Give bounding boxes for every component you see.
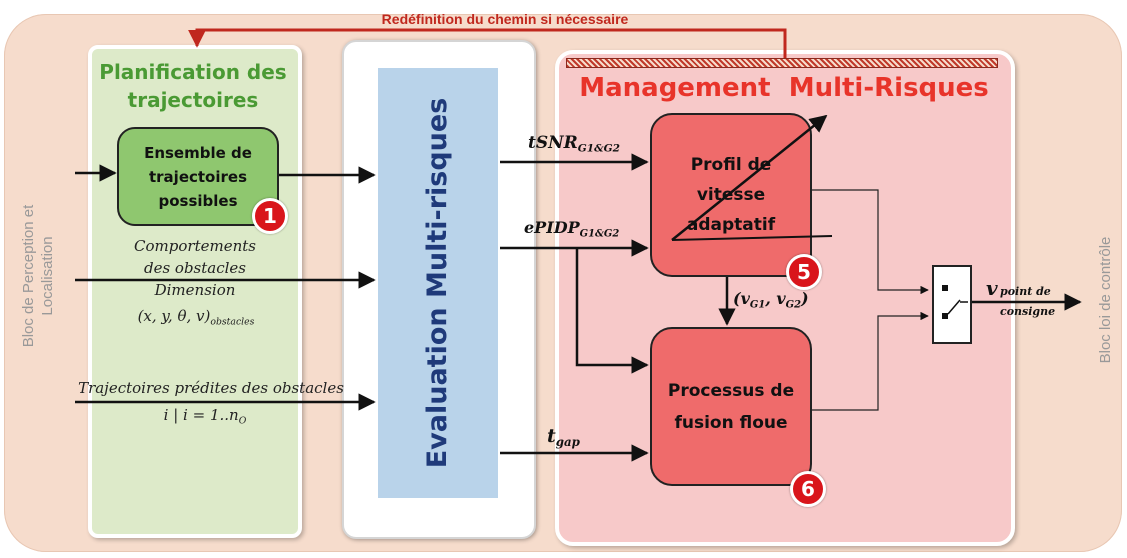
fusion-line-2: fusion floue bbox=[674, 412, 788, 433]
arrow-epidp-fusion bbox=[575, 248, 649, 374]
management-title: Management Multi-Risques bbox=[579, 73, 989, 103]
tgap-main: t bbox=[547, 425, 556, 447]
badge-1: 1 bbox=[252, 198, 288, 234]
ensemble-line-1: Ensemble de bbox=[144, 143, 252, 162]
badge-6: 6 bbox=[790, 471, 826, 507]
predicted-index-main: i | i = 1..n bbox=[163, 406, 239, 424]
vg2-sub: G2 bbox=[785, 299, 802, 311]
output-sub-line-2: consigne bbox=[1000, 305, 1056, 318]
badge-5: 5 bbox=[786, 254, 822, 290]
epidp-sub: G1&G2 bbox=[579, 228, 620, 240]
predicted-index-sub: O bbox=[238, 415, 247, 427]
profil-vitesse-box: Profil de vitesse adaptatif bbox=[650, 113, 812, 277]
tgap-label: tgap bbox=[547, 425, 580, 449]
tgap-sub: gap bbox=[555, 435, 580, 450]
dimension-formula-main: (x, y, θ, v) bbox=[137, 307, 211, 325]
tsnr-sub: G1&G2 bbox=[577, 142, 620, 155]
vg-label: (vG1, vG2) bbox=[733, 289, 809, 310]
line-profil-switch bbox=[810, 189, 929, 295]
behaviour-line-2: des obstacles bbox=[143, 259, 247, 277]
vg-close: ) bbox=[801, 289, 809, 308]
fusion-line-1: Processus de bbox=[667, 380, 795, 401]
vg2-main: v bbox=[776, 289, 786, 308]
fusion-floue-box: Processus de fusion floue bbox=[650, 327, 812, 486]
tsnr-label: tSNRG1&G2 bbox=[528, 133, 620, 155]
predicted-trajectories-label: Trajectoires prédites des obstacles bbox=[78, 379, 344, 397]
line-fusion-switch bbox=[810, 311, 929, 411]
feedback-arrow bbox=[188, 28, 787, 58]
vg-sep: , bbox=[765, 289, 777, 308]
profil-line-3: adaptatif bbox=[686, 215, 776, 235]
planning-title-line-2: trajectoires bbox=[127, 88, 259, 112]
obstacle-behaviour-label: Comportements des obstacles Dimension bbox=[110, 235, 280, 301]
planning-title-line-1: Planification des bbox=[99, 60, 287, 84]
epidp-label: ePIDPG1&G2 bbox=[524, 218, 619, 239]
evaluation-block bbox=[378, 68, 498, 498]
behaviour-line-1: Comportements bbox=[134, 237, 256, 255]
vg1-sub: G1 bbox=[749, 299, 766, 311]
vg-open: ( bbox=[733, 289, 741, 308]
output-v: v bbox=[986, 276, 998, 300]
vg1-main: v bbox=[740, 289, 750, 308]
profil-line-1: Profil de bbox=[690, 155, 772, 175]
feedback-hatch-bar bbox=[566, 58, 998, 68]
ensemble-line-2: trajectoires bbox=[148, 167, 247, 186]
feedback-label: Redéfinition du chemin si nécessaire bbox=[381, 11, 629, 27]
dimension-formula-sub: obstacles bbox=[210, 316, 255, 328]
tsnr-main: tSNR bbox=[528, 133, 578, 153]
dimension-label: Dimension bbox=[154, 281, 236, 299]
dimension-formula: (x, y, θ, v)obstacles bbox=[108, 306, 284, 332]
output-sub-line-1: point de bbox=[1000, 285, 1051, 298]
predicted-index: i | i = 1..nO bbox=[140, 405, 270, 431]
ensemble-line-3: possibles bbox=[158, 191, 238, 210]
profil-line-2: vitesse bbox=[696, 185, 766, 205]
planning-title: Planification des trajectoires bbox=[92, 58, 294, 114]
epidp-main: ePIDP bbox=[524, 218, 580, 237]
selector-switch bbox=[932, 265, 972, 344]
